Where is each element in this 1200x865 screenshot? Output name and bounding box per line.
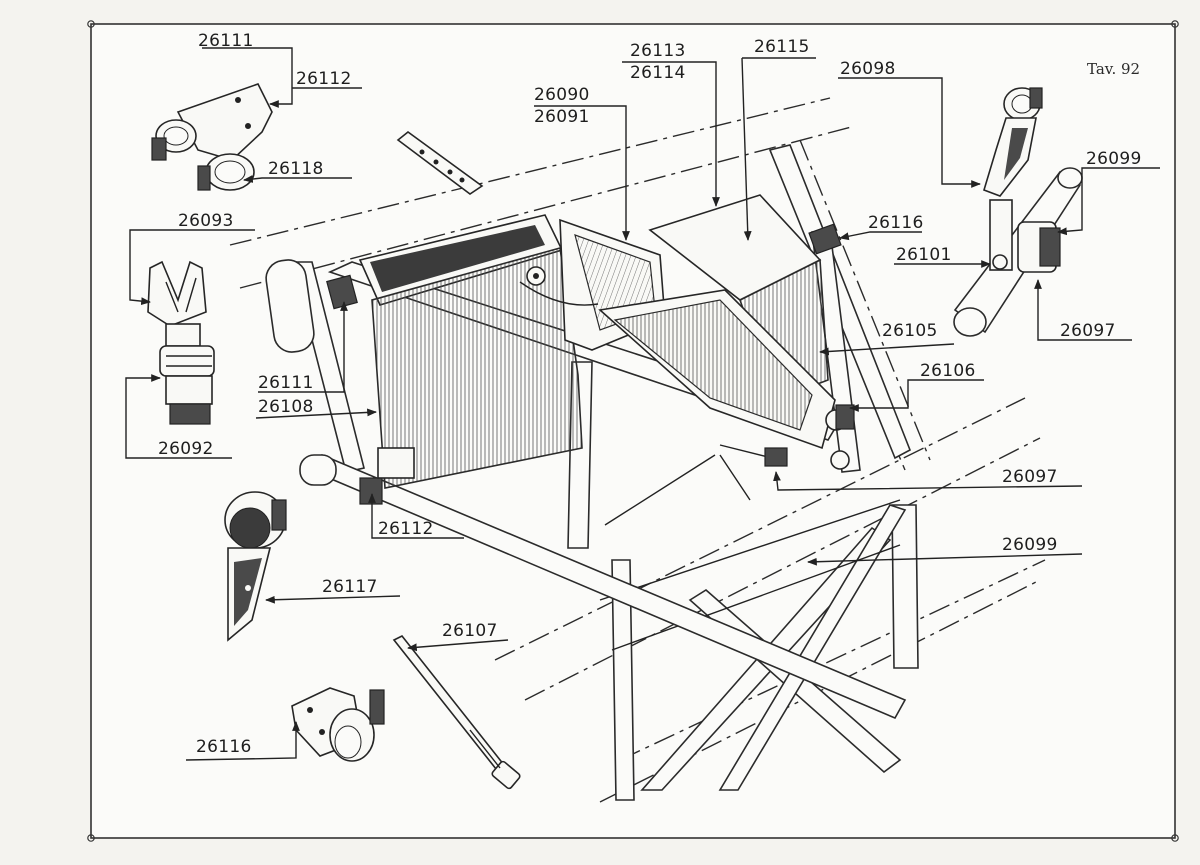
- callout-26106: 26106: [920, 361, 976, 381]
- callout-26101: 26101: [896, 245, 952, 265]
- bracket-26116-lower: [291, 687, 385, 762]
- callout-26116-lower: 26116: [196, 737, 252, 757]
- callout-26107: 26107: [442, 621, 498, 641]
- bolt-26107: [392, 634, 521, 790]
- leader-lines: [125, 47, 1160, 761]
- border-corner-marks: [87, 20, 1179, 842]
- callout-26099-lower: 26099: [1002, 535, 1058, 555]
- tank-assembly: [358, 194, 850, 526]
- callout-26118: 26118: [268, 159, 324, 179]
- bracket-26118: [151, 83, 273, 191]
- callout-26112-mid: 26112: [378, 519, 434, 539]
- callout-26098: 26098: [840, 59, 896, 79]
- callout-26105: 26105: [882, 321, 938, 341]
- plate-title: Tav. 92: [1087, 60, 1140, 78]
- callout-26097-top: 26097: [1060, 321, 1116, 341]
- callout-26113: 26113: [630, 41, 686, 61]
- bracket-26117: [224, 491, 287, 642]
- callout-26093: 26093: [178, 211, 234, 231]
- callout-26111-mid: 26111: [258, 373, 314, 393]
- callout-26092: 26092: [158, 439, 214, 459]
- callout-26114: 26114: [630, 63, 686, 83]
- callout-labels: 26111 26112 26118 26093 26092 26111 2610…: [158, 31, 1142, 757]
- fitting-26092: [147, 260, 215, 425]
- callout-26090: 26090: [534, 85, 590, 105]
- callout-26112-top: 26112: [296, 69, 352, 89]
- callout-26099-top: 26099: [1086, 149, 1142, 169]
- callout-26108: 26108: [258, 397, 314, 417]
- callout-26115: 26115: [754, 37, 810, 57]
- callout-26111-top: 26111: [198, 31, 254, 51]
- fuselage-frame: [229, 97, 1046, 803]
- clamp-collars: [326, 223, 855, 505]
- rod-top: [396, 130, 484, 195]
- callout-26091: 26091: [534, 107, 590, 127]
- callout-26116-upper: 26116: [868, 213, 924, 233]
- callout-26117: 26117: [322, 577, 378, 597]
- assembly-right: [953, 87, 1083, 337]
- callout-26097-lower: 26097: [1002, 467, 1058, 487]
